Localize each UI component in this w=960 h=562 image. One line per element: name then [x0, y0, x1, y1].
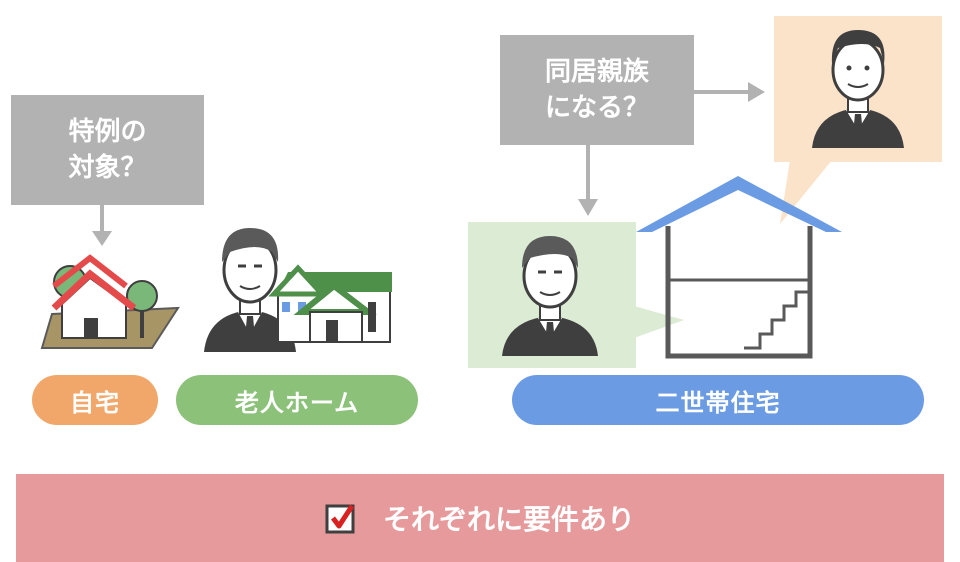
home-label: 自宅: [32, 375, 158, 425]
house-icon: [40, 254, 180, 349]
nursing-home-building-icon: [268, 264, 392, 343]
question-line-2: になる？: [544, 93, 649, 123]
requirements-banner: それぞれに要件あり: [16, 474, 944, 562]
speech-tail-green: [634, 306, 684, 338]
arrow-down-right: [578, 145, 598, 216]
arrow-down-left: [92, 205, 112, 246]
elderly-man-icon: [204, 228, 296, 352]
question-line-1: 同居親族: [544, 57, 649, 87]
relative-man-icon: [812, 30, 904, 148]
two-generation-house-label: 二世帯住宅: [512, 375, 924, 425]
banner-text: それぞれに要件あり: [382, 503, 635, 536]
question-box-relative: 同居親族 になる？: [500, 35, 694, 145]
question-line-2: 対象？: [68, 153, 147, 183]
arrow-right: [694, 82, 765, 102]
nursing-home-label: 老人ホーム: [176, 375, 418, 425]
question-line-1: 特例の: [68, 117, 147, 147]
question-box-eligible: 特例の 対象？: [11, 95, 204, 205]
checkbox-checked-icon: [325, 504, 355, 534]
two-generation-house-icon: [636, 176, 842, 359]
elderly-parent-icon: [502, 236, 598, 356]
